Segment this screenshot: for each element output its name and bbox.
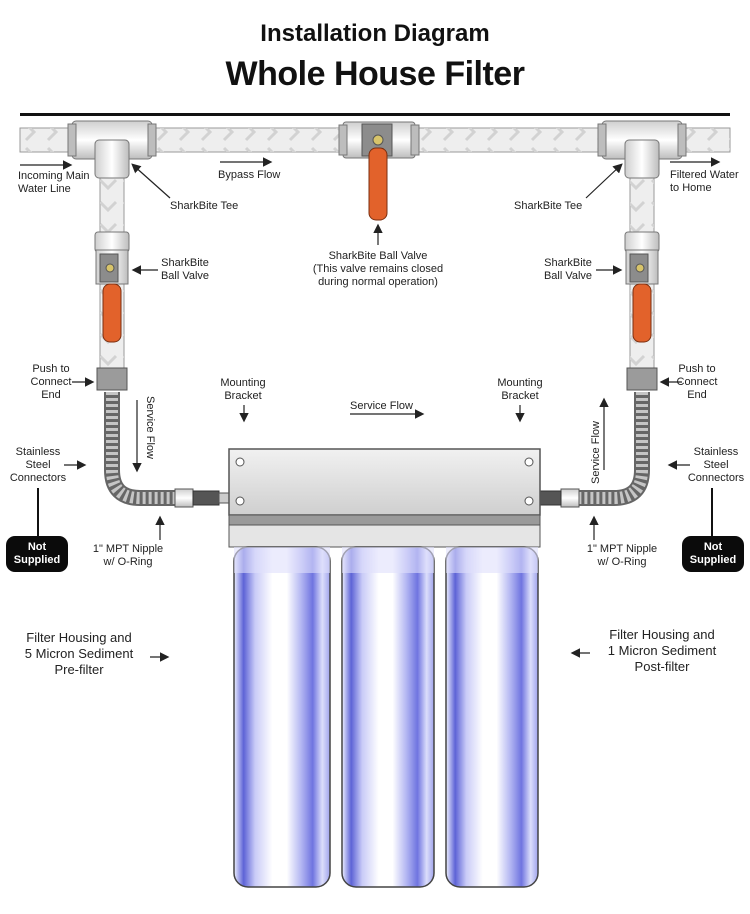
label-service-flow-top: Service Flow: [350, 400, 413, 412]
stainless-hose-left: [104, 392, 232, 508]
prefilter-housing: [233, 546, 331, 888]
filter-housings: [233, 546, 539, 888]
sharkbite-tee-left: [67, 120, 157, 179]
diagram-subtitle: Whole House Filter: [225, 55, 525, 93]
sharkbite-tee-right: [597, 120, 687, 179]
label-service-flow-left: Service Flow: [144, 396, 156, 459]
title-divider: [20, 113, 730, 116]
bypass-ball-valve: [338, 121, 420, 221]
center-filter-housing: [341, 546, 435, 888]
stainless-hose-right: [522, 392, 650, 508]
label-bypass-flow: Bypass Flow: [218, 169, 281, 181]
ball-valve-left: [94, 231, 130, 343]
ball-valve-right: [624, 231, 660, 343]
push-connect-end-right: [626, 367, 658, 391]
mounting-bracket: [228, 448, 541, 548]
label-sharkbite-tee-left: SharkBite Tee: [170, 200, 239, 212]
label-sharkbite-tee-right: SharkBite Tee: [514, 200, 583, 212]
label-service-flow-right: Service Flow: [590, 421, 602, 484]
postfilter-housing: [445, 546, 539, 888]
label-bypass-valve: SharkBite Ball Valve(This valve remains …: [312, 250, 444, 288]
push-connect-end-left: [96, 367, 128, 391]
diagram-title: Installation Diagram: [260, 20, 490, 47]
